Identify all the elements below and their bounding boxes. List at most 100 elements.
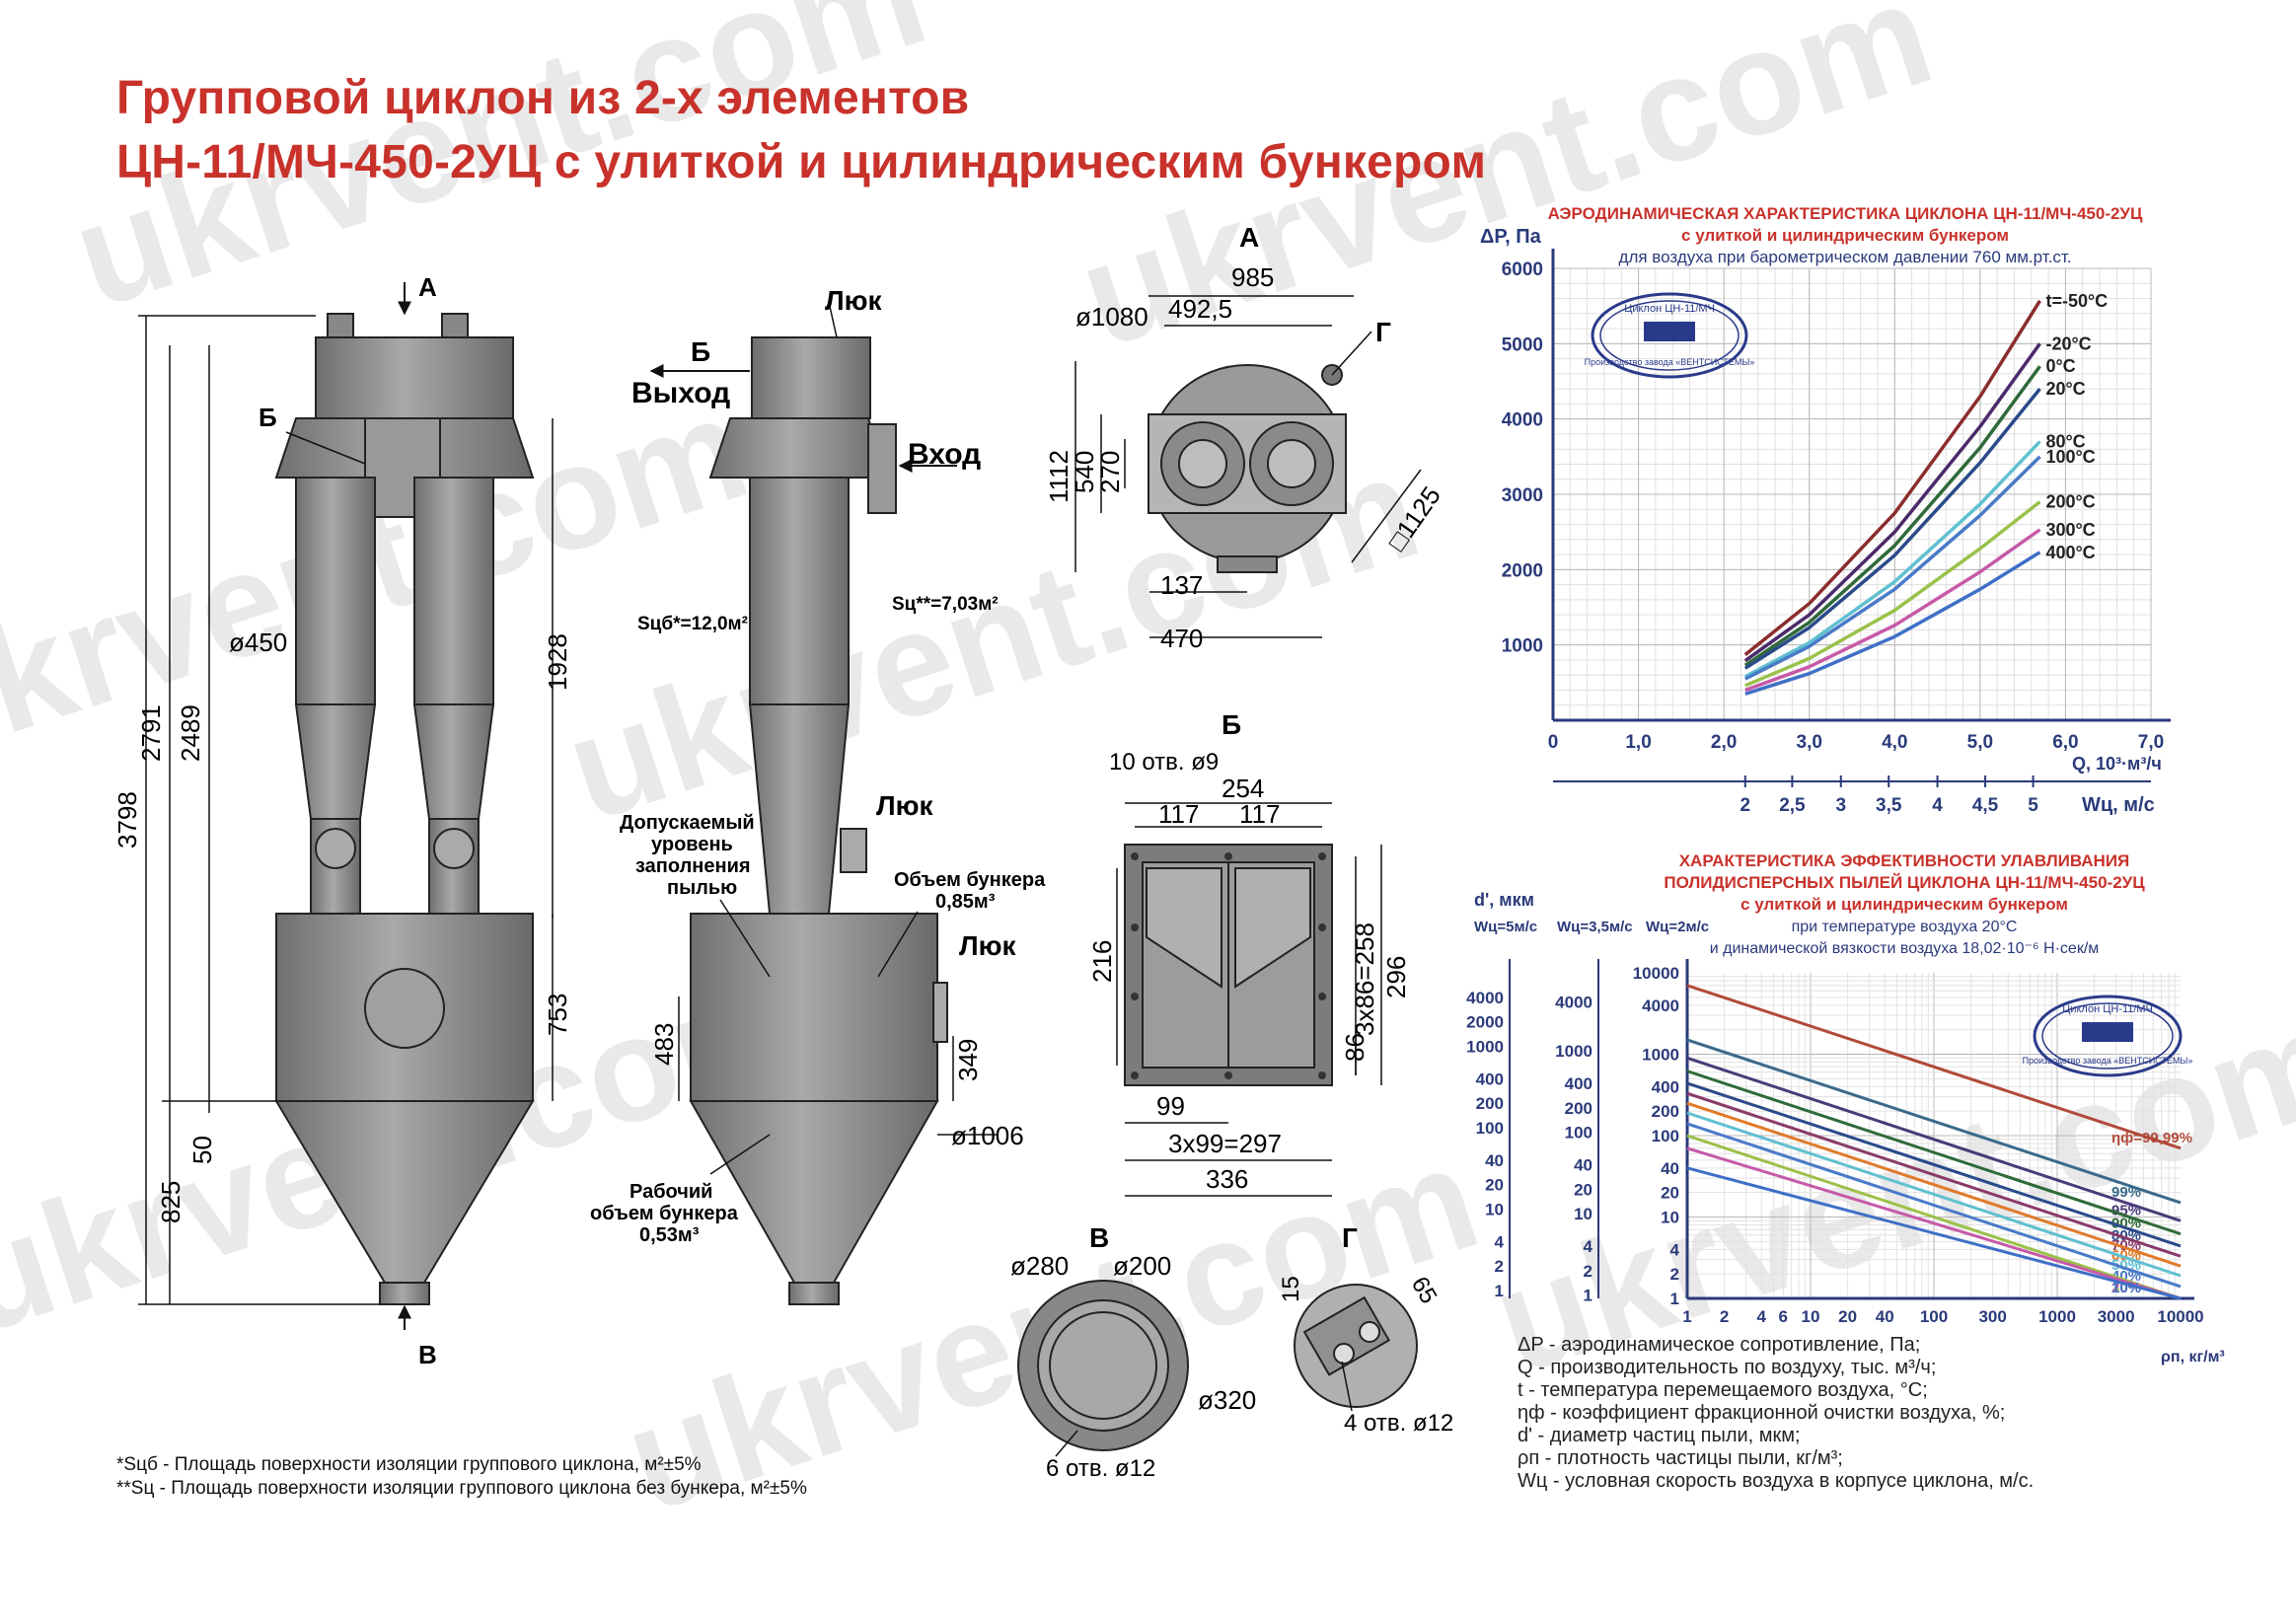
dim-985: 985 [1231,262,1274,292]
series-line [1743,455,2041,681]
x-tick-label: 2 [1720,1307,1729,1326]
lifting-lug [441,313,469,340]
label-dust-level-4: пылью [667,877,737,899]
chart1-ylabel: ΔP, Па [1480,226,1542,248]
series-label: 0°С [2045,356,2075,376]
x-tick-label: 7,0 [2138,732,2164,753]
y-aux-tick-label: 1 [1584,1287,1592,1305]
x-tick-label: 4,0 [1882,732,1907,753]
x-tick-label: 6,0 [2052,732,2078,753]
series-label: 90% [2111,1216,2141,1232]
cyclone-cone [748,703,851,915]
stamp-logo: Циклон ЦН-11/МЧ Производство завода «ВЕН… [1585,292,1754,379]
label-exit: Выход [631,377,730,409]
dim-216: 216 [1087,940,1117,983]
y-tick-label: 1 [1670,1290,1679,1308]
view-v-title: В [1089,1222,1109,1253]
legend-item: Wц - условная скорость воздуха в корпусе… [1518,1470,2035,1492]
y-aux-tick-label: 200 [1476,1094,1504,1113]
dim-2489: 2489 [176,704,205,762]
y-aux-tick-label: 40 [1574,1155,1592,1174]
dim-753: 753 [543,994,572,1036]
dim-3x86: 3x86=258 [1350,923,1379,1036]
dim-d1006: ø1006 [951,1121,1024,1150]
series-line [1686,1111,2182,1278]
y-tick-label: 4 [1670,1240,1680,1259]
chart2-note1: при температуре воздуха 20°С [1792,919,2018,935]
dim-99: 99 [1156,1091,1185,1121]
series-line [1743,342,2041,663]
front-view [274,313,535,1305]
x2-tick-label: 4,5 [1972,795,1999,816]
y-aux-tick-label: 10 [1574,1205,1592,1223]
dim-254: 254 [1222,774,1264,803]
label-hatch: Люк [825,285,883,316]
y-aux-tick-label: 1000 [1466,1038,1504,1057]
series-label: t=-50°С [2045,291,2108,311]
view-g-title: Г [1342,1222,1358,1253]
side-view [689,336,948,1305]
outlet-box [751,336,871,419]
footnote: *Sцб - Площадь поверхности изоляции груп… [116,1454,702,1475]
page-title-line2: ЦН-11/МЧ-450-2УЦ с улиткой и цилиндричес… [116,136,1487,188]
series-label: 100°С [2045,447,2095,467]
legend-item: t - температура перемещаемого воздуха, °… [1518,1379,1928,1401]
y-tick-label: 400 [1652,1077,1679,1096]
y-aux-tick-label: 40 [1485,1151,1504,1170]
x-tick-label: 100 [1920,1307,1948,1326]
hatch-circle [433,828,475,869]
bunker-cone [689,1100,939,1284]
label-work-volume-3: 0,53м³ [639,1224,700,1246]
cone-right [412,703,495,820]
x-tick-label: 10 [1802,1307,1820,1326]
series-line [1686,984,2182,1150]
label-dust-level-3: заполнения [635,855,751,877]
view-b-holes-label: 10 отв. ø9 [1109,749,1219,775]
series-line [1743,365,2041,667]
outlet-flange [788,1282,840,1305]
y-tick-label: 10000 [1633,964,1679,983]
label-b-side: Б [691,336,710,367]
stamp-logo-2: Циклон ЦН-11/МЧ Производство завода «ВЕН… [2023,995,2192,1077]
y-aux-tick-label: 200 [1565,1099,1592,1118]
dim-3798: 3798 [112,791,142,849]
dim-349: 349 [953,1039,983,1081]
chart2-note2: и динамической вязкости воздуха 18,02·10… [1710,940,2100,957]
view-g-holes-label: 4 отв. ø12 [1344,1410,1453,1437]
dim-d1080: ø1080 [1075,302,1148,332]
dim-d200: ø200 [1113,1251,1171,1281]
dim-d280: ø280 [1010,1251,1069,1281]
view-v-holes-label: 6 отв. ø12 [1046,1455,1155,1482]
y-aux-tick-label: 100 [1565,1124,1592,1143]
x-tick-label: 300 [1978,1307,2006,1326]
label-dust-level-2: уровень [651,834,733,855]
label-scb: Sцб*=12,0м² [637,614,748,634]
dim-825: 825 [156,1181,185,1223]
chart2-ylabel: d', мкм [1474,890,1534,910]
series-line [1686,1056,2182,1222]
y-aux-tick-label: 10 [1485,1201,1504,1219]
inlet-pipe [867,423,897,514]
front-dimensions [138,315,554,1305]
series-label: -20°С [2045,333,2091,353]
legend-item: ΔP - аэродинамическое сопротивление, Па; [1518,1334,1921,1356]
series-line [1686,1070,2182,1236]
dim-50: 50 [187,1136,217,1164]
side-hatch [840,828,867,873]
svg-text:Циклон ЦН-11/МЧ: Циклон ЦН-11/МЧ [2062,1003,2153,1015]
series-label: 200°С [2045,492,2095,512]
series-label: ηф=99,99% [2111,1130,2192,1146]
svg-text:Циклон ЦН-11/МЧ: Циклон ЦН-11/МЧ [1624,303,1715,315]
chart1-xlabel: Q, 10³·м³/ч [2072,754,2162,774]
series-line [1686,1091,2182,1258]
x-tick-label: 10000 [2157,1307,2203,1326]
y-aux-tick-label: 2 [1584,1262,1592,1281]
view-g-marker: Г [1375,317,1391,347]
chart1-x2label: Wц, м/с [2082,794,2155,816]
label-hatch-3: Люк [959,930,1017,961]
series-line [1744,551,2041,696]
cyclone-body [749,477,850,705]
y-tick-label: 2 [1670,1265,1679,1284]
footnotes: *Sцб - Площадь поверхности изоляции груп… [116,1453,807,1501]
